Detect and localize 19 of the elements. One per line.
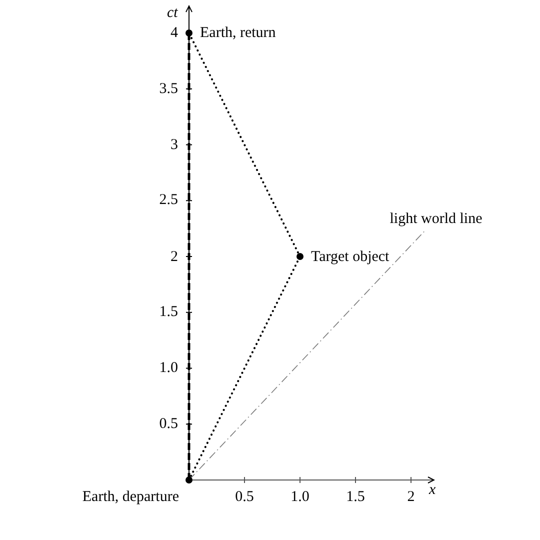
axis-label: x [429,481,436,500]
tick-label: 4 [170,24,178,43]
tick-label: 0.5 [159,415,178,434]
tick-label: 2.5 [159,191,178,210]
tick-label: 3.5 [159,80,178,99]
world-line [188,230,426,480]
line-label: light world line [373,208,499,230]
tick-label: 1.5 [346,488,365,507]
tick-label: 2 [407,488,415,507]
event-point [296,253,304,260]
axis-label: ct [167,4,178,23]
tick-label: 0.5 [235,488,254,507]
tick-label: 1.0 [159,359,178,378]
event-point [186,476,192,484]
event-point [186,30,192,36]
tick-label: 1.5 [159,303,178,322]
tick-label: 3 [170,136,178,155]
tick-label: 1.0 [290,488,310,507]
tick-label: 2 [170,248,178,267]
